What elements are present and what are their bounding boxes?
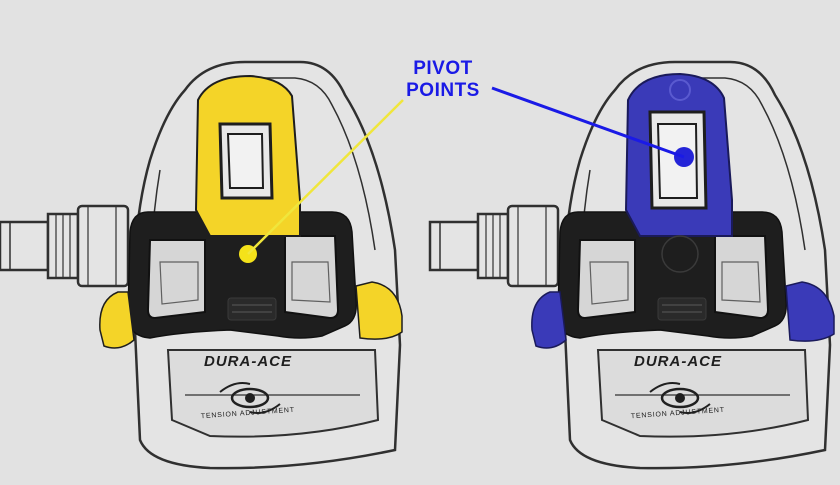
left-leader-line [247, 99, 404, 255]
right-leader-line [491, 86, 685, 159]
right-brand-label: DURA-ACE [634, 353, 722, 370]
annotation-label-line2: POINTS [406, 80, 480, 101]
left-cleat-tab-left [99, 291, 135, 349]
right-pedal: DURA-ACE TENSION ADJUSTMENT [428, 60, 835, 470]
left-pedal: DURA-ACE TENSION ADJUSTMENT [0, 60, 403, 470]
annotation-label-line1: PIVOT [413, 58, 473, 79]
right-cleat-tab-right [785, 281, 835, 342]
left-brand-label: DURA-ACE [204, 353, 292, 370]
left-cleat-tab-right [355, 281, 403, 340]
right-cleat-tab-left [531, 291, 567, 349]
